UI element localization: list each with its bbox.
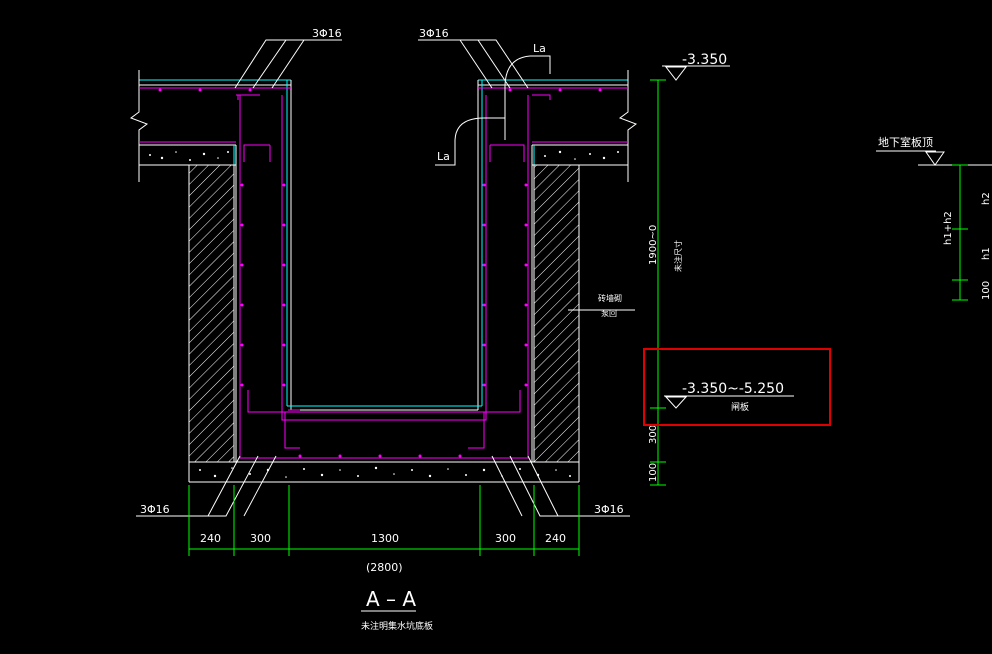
dim-cushion: 100 bbox=[648, 463, 659, 482]
rebar bbox=[139, 87, 628, 459]
legend-h-total: h1+h2 bbox=[943, 211, 954, 245]
dim-bottom-5: 240 bbox=[545, 532, 566, 545]
legend-detail bbox=[876, 150, 992, 301]
section-title: A – A bbox=[366, 587, 416, 611]
elevation-range: -3.350~-5.250 bbox=[682, 381, 784, 397]
side-note-line2: 泵回 bbox=[601, 309, 617, 318]
dim-bottom-3: 1300 bbox=[371, 532, 399, 545]
rebar-label-top-left: 3Φ16 bbox=[312, 27, 342, 40]
legend-h1: h1 bbox=[981, 247, 992, 260]
legend-base: 100 bbox=[981, 281, 992, 300]
highlight-box bbox=[643, 348, 831, 426]
rebar-label-bottom-right: 3Φ16 bbox=[594, 503, 624, 516]
pit-inner-face bbox=[233, 80, 535, 462]
elevation-range-mark bbox=[664, 395, 794, 409]
elevation-range-note: 闸板 bbox=[731, 401, 749, 413]
dim-bottom-1: 240 bbox=[200, 532, 221, 545]
brick-wall-left bbox=[188, 164, 235, 463]
dim-depth-note: 未注尺寸 bbox=[673, 240, 683, 272]
elevation-top: -3.350 bbox=[682, 52, 727, 68]
rebar-label-top-right: 3Φ16 bbox=[419, 27, 449, 40]
dim-bottom-2: 300 bbox=[250, 532, 271, 545]
vertical-dimension-chain bbox=[568, 79, 666, 486]
elevation-top-mark bbox=[662, 65, 730, 81]
anchor-label-la-top: La bbox=[533, 42, 546, 55]
pit-concrete bbox=[235, 80, 533, 462]
dim-depth: 1900~0 bbox=[648, 225, 659, 265]
dim-bottom-4: 300 bbox=[495, 532, 516, 545]
legend-label: 地下室板顶 bbox=[878, 135, 933, 149]
brick-wall-right bbox=[533, 164, 580, 463]
top-slab bbox=[129, 70, 638, 182]
side-note-line1: 砖墙砌 bbox=[598, 293, 622, 303]
dim-slab: 300 bbox=[648, 425, 659, 444]
rebar-label-bottom-left: 3Φ16 bbox=[140, 503, 170, 516]
anchor-label-la-left: La bbox=[437, 150, 450, 163]
section-subtitle: 未注明集水坑底板 bbox=[361, 620, 433, 632]
legend-h2: h2 bbox=[981, 192, 992, 205]
bottom-cushion bbox=[188, 461, 580, 483]
rebar-leaders bbox=[136, 39, 630, 517]
rebar-dots bbox=[158, 88, 602, 458]
horizontal-dimension-chain bbox=[188, 485, 580, 556]
dim-total-width: (2800) bbox=[366, 561, 403, 574]
